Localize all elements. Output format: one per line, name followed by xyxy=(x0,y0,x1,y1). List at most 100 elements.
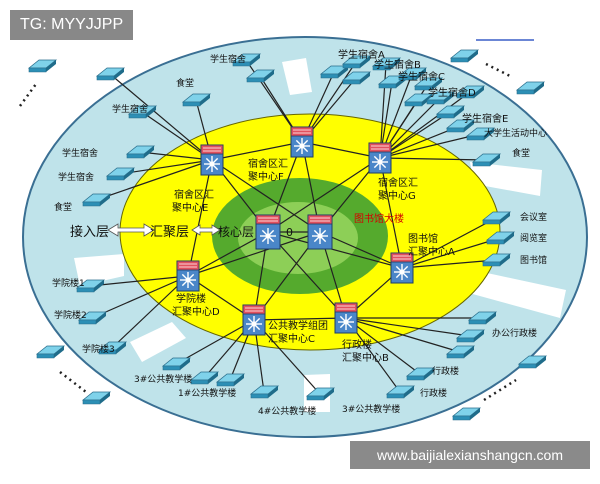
access-switch-icon xyxy=(451,407,482,421)
agg-label-c-1: 公共教学组团 xyxy=(268,319,328,332)
endpoint-label-dorm-a: 学生宿舍A xyxy=(338,48,385,61)
access-link xyxy=(89,275,189,287)
access-switch-icon xyxy=(341,71,372,85)
watermark-top-left: TG: MYYJJPP xyxy=(10,10,134,40)
access-link xyxy=(401,259,497,269)
access-switch-icon xyxy=(481,253,512,267)
endpoint-label-dorm-c: 学生宿舍C xyxy=(398,70,445,83)
access-switch-icon xyxy=(81,193,112,207)
agg-label-g-2: 聚中心G xyxy=(378,189,416,202)
access-switch-icon xyxy=(481,211,512,225)
endpoint-label-college2: 学院楼2 xyxy=(54,309,87,321)
aggregation-core-arrow xyxy=(191,224,221,236)
access-switch-icon xyxy=(485,231,516,245)
access-aggregation-arrow xyxy=(107,223,155,237)
access-switch-icon xyxy=(161,357,192,371)
access-link xyxy=(379,133,481,159)
dotted-connector xyxy=(485,62,511,78)
dotted-connector xyxy=(18,83,38,107)
agg-label-b-2: 汇聚中心B xyxy=(342,351,389,364)
access-switch-icon xyxy=(397,67,428,81)
endpoint-label-dorm-b: 学生宿舍B xyxy=(374,58,421,71)
agg-label-e-2: 聚中心E xyxy=(172,201,208,214)
ring-gap xyxy=(282,58,312,95)
agg-label-f-2: 聚中心F xyxy=(248,170,284,183)
access-switch-icon xyxy=(405,367,436,381)
aggregation-switch-icon xyxy=(176,260,200,292)
endpoint-label-canteen-right: 食堂 xyxy=(512,147,530,159)
core-link xyxy=(267,157,381,233)
core-layer-label: 核心层 xyxy=(218,225,254,239)
access-link xyxy=(379,111,451,159)
endpoint-labels: 学生宿舍食堂学生宿舍A学生宿舍B学生宿舍C学生宿舍D学生宿舍E大学生活动中心食堂… xyxy=(52,48,547,417)
aggregation-switch-icon xyxy=(290,126,314,158)
access-switch-icon xyxy=(81,391,112,405)
access-switch-icon xyxy=(97,341,128,355)
library-building-label: 图书馆大楼 xyxy=(354,212,404,225)
access-switch-icon xyxy=(215,373,246,387)
access-switch-icon xyxy=(425,91,456,105)
aggregation-switch-icon xyxy=(200,144,224,176)
access-switch-icon xyxy=(449,49,480,63)
access-link xyxy=(139,151,213,161)
access-layer-label: 接入层 xyxy=(70,224,109,240)
endpoint-label-reading-room: 阅览室 xyxy=(520,232,547,244)
ring-gap xyxy=(130,322,186,362)
access-switch-icon xyxy=(77,311,108,325)
access-link xyxy=(401,237,501,269)
access-link xyxy=(379,91,471,159)
access-link xyxy=(91,275,189,319)
access-switch-icon xyxy=(445,345,476,359)
endpoint-label-dorm-e: 学生宿舍E xyxy=(462,112,508,125)
access-switch-icon xyxy=(35,345,66,359)
access-switch-icon xyxy=(127,105,158,119)
access-switch-icon xyxy=(435,105,466,119)
endpoint-label-dorm-top: 学生宿舍 xyxy=(210,53,246,65)
access-link xyxy=(141,111,213,161)
endpoint-label-college1: 学院楼1 xyxy=(52,277,85,289)
access-switch-icon xyxy=(445,119,476,133)
endpoint-label-teach1: 1#公共教学楼 xyxy=(178,387,236,399)
access-switch-icon xyxy=(413,77,444,91)
endpoint-label-canteen-left: 食堂 xyxy=(54,201,72,213)
access-switch-icon xyxy=(455,329,486,343)
core-link xyxy=(211,159,321,233)
endpoint-label-admin1: 行政楼 xyxy=(432,365,459,377)
endpoint-label-dorm-left1: 学生宿舍 xyxy=(112,103,148,115)
endpoint-label-dorm-d: 学生宿舍D xyxy=(428,86,476,99)
endpoint-devices xyxy=(27,49,548,421)
access-link xyxy=(345,317,461,353)
access-switch-icon xyxy=(181,93,212,107)
dotted-connector xyxy=(483,378,517,402)
access-switch-icon xyxy=(341,55,372,69)
ring-gap xyxy=(74,254,124,286)
access-switch-icon xyxy=(371,57,402,71)
endpoint-label-library: 图书馆 xyxy=(520,254,547,266)
agg-label-a-2: 汇聚中心A xyxy=(408,245,455,258)
access-switch-icon xyxy=(455,85,486,99)
access-switch-icon xyxy=(105,167,136,181)
agg-label-d-1: 学院楼 xyxy=(176,292,206,305)
access-link xyxy=(175,319,255,365)
core-link xyxy=(267,231,403,269)
core-link xyxy=(267,231,347,319)
access-link xyxy=(401,217,497,269)
access-link xyxy=(379,157,487,161)
ring-gap xyxy=(458,268,566,318)
endpoint-label-office-building: 办公行政楼 xyxy=(492,327,537,339)
core-switch-icon xyxy=(255,214,281,250)
aggregation-link xyxy=(379,157,403,269)
agg-label-a-1: 图书馆 xyxy=(408,232,438,245)
agg-label-g-1: 宿舍区汇 xyxy=(378,176,418,189)
endpoint-label-college3: 学院楼3 xyxy=(82,343,115,355)
switches xyxy=(176,126,414,336)
access-link xyxy=(95,159,213,201)
endpoint-label-meeting-room: 会议室 xyxy=(520,211,547,223)
access-switch-icon xyxy=(305,387,336,401)
access-switch-icon xyxy=(95,67,126,81)
aggregation-switch-icon xyxy=(334,302,358,334)
agg-label-b-1: 行政楼 xyxy=(342,338,372,351)
aggregation-link xyxy=(301,141,381,159)
core-link xyxy=(187,231,269,277)
